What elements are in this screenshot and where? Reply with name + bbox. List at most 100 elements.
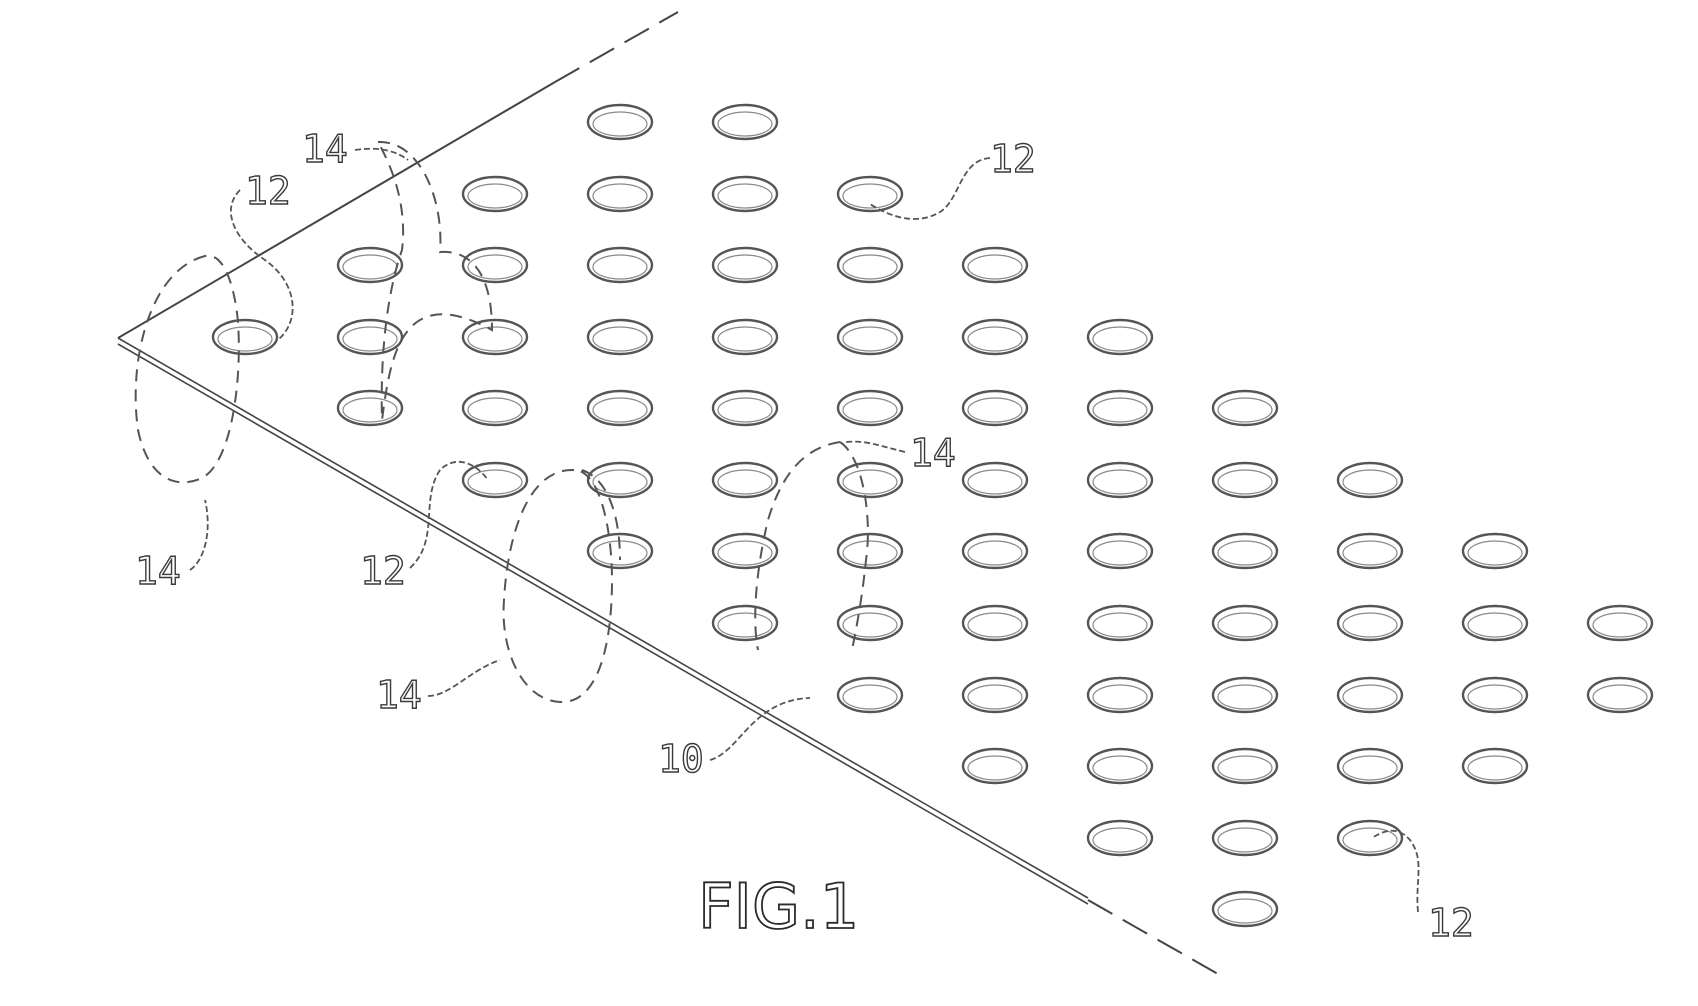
hole-inner-rim	[717, 397, 773, 423]
hole	[1211, 532, 1279, 570]
hole-inner-rim	[1217, 469, 1273, 495]
hole-outline	[1211, 461, 1279, 499]
hole-outline	[1086, 604, 1154, 642]
hole	[1086, 532, 1154, 570]
hole-outline	[1586, 604, 1654, 642]
hole-inner-rim	[842, 183, 898, 209]
label-12-bottom-right: 12	[1428, 901, 1474, 945]
hole	[336, 246, 404, 284]
hole-outline	[1586, 676, 1654, 714]
hole-inner-rim	[967, 397, 1023, 423]
hole-outline	[1461, 676, 1529, 714]
hole-inner-rim	[842, 326, 898, 352]
hole	[961, 246, 1029, 284]
hole-inner-rim	[967, 326, 1023, 352]
hole	[1211, 461, 1279, 499]
sheet-lower-edge-dashed	[1087, 899, 1219, 975]
hole-inner-rim	[1092, 326, 1148, 352]
hole-inner-rim	[1467, 612, 1523, 638]
hole-outline	[711, 461, 779, 499]
hole	[1086, 604, 1154, 642]
hole	[461, 246, 529, 284]
hole-outline	[1086, 819, 1154, 857]
hole-outline	[1336, 747, 1404, 785]
hole	[586, 318, 654, 356]
hole-outline	[1211, 676, 1279, 714]
hole-outline	[586, 318, 654, 356]
hole	[836, 318, 904, 356]
hole-outline	[1086, 461, 1154, 499]
hole	[586, 175, 654, 213]
hole	[1086, 819, 1154, 857]
hole	[1586, 676, 1654, 714]
hole	[836, 175, 904, 213]
hole-outline	[1461, 532, 1529, 570]
label-14-lower-left: 14	[376, 673, 422, 717]
hole-outline	[1336, 819, 1404, 857]
hole	[336, 318, 404, 356]
hole	[711, 103, 779, 141]
sheet-lower-edge	[117, 337, 1089, 899]
hole-outline	[1211, 604, 1279, 642]
hole-inner-rim	[717, 469, 773, 495]
hole	[961, 676, 1029, 714]
hole-inner-rim	[842, 254, 898, 280]
hole-inner-rim	[1592, 684, 1648, 710]
hole	[1336, 604, 1404, 642]
leader-14-right-middle	[845, 440, 906, 453]
label-14-top-left: 14	[302, 127, 348, 171]
hole-inner-rim	[1592, 612, 1648, 638]
hole-array	[211, 103, 1654, 928]
hole-outline	[336, 389, 404, 427]
hole	[1336, 676, 1404, 714]
hole-inner-rim	[592, 397, 648, 423]
hole-outline	[336, 246, 404, 284]
hole-outline	[1461, 747, 1529, 785]
hole-inner-rim	[342, 326, 398, 352]
leader-12-upper-left	[230, 189, 294, 343]
hole-inner-rim	[1092, 540, 1148, 566]
hole-inner-rim	[592, 254, 648, 280]
leader-12-upper-right	[869, 157, 991, 220]
hole-outline	[1336, 604, 1404, 642]
hole-outline	[711, 318, 779, 356]
hole	[1211, 747, 1279, 785]
hole	[836, 532, 904, 570]
hole	[586, 246, 654, 284]
hole	[1211, 890, 1279, 928]
hole	[961, 318, 1029, 356]
hole-inner-rim	[1342, 827, 1398, 853]
hole	[961, 461, 1029, 499]
hole-inner-rim	[842, 469, 898, 495]
hole-inner-rim	[1092, 755, 1148, 781]
hole	[461, 318, 529, 356]
label-14-right-middle: 14	[910, 431, 956, 475]
hole	[711, 318, 779, 356]
hole	[1211, 676, 1279, 714]
hole-inner-rim	[1092, 397, 1148, 423]
hole-outline	[1336, 676, 1404, 714]
hole-inner-rim	[717, 326, 773, 352]
hole-outline	[1211, 747, 1279, 785]
hole-outline	[586, 175, 654, 213]
hole-outline	[1336, 461, 1404, 499]
hole-inner-rim	[1092, 827, 1148, 853]
hole-inner-rim	[217, 326, 273, 352]
label-12-top-right: 12	[990, 137, 1036, 181]
hole	[961, 532, 1029, 570]
group-loop-4	[754, 441, 869, 651]
hole	[711, 175, 779, 213]
group-loop-2	[376, 140, 494, 421]
hole-outline	[711, 246, 779, 284]
hole	[711, 461, 779, 499]
hole-inner-rim	[1092, 684, 1148, 710]
hole	[586, 461, 654, 499]
hole-outline	[961, 246, 1029, 284]
hole-outline	[586, 246, 654, 284]
hole-outline	[461, 461, 529, 499]
hole	[1336, 819, 1404, 857]
group-loop-1	[134, 254, 240, 484]
hole-outline	[1086, 318, 1154, 356]
hole-outline	[586, 461, 654, 499]
hole	[1211, 819, 1279, 857]
